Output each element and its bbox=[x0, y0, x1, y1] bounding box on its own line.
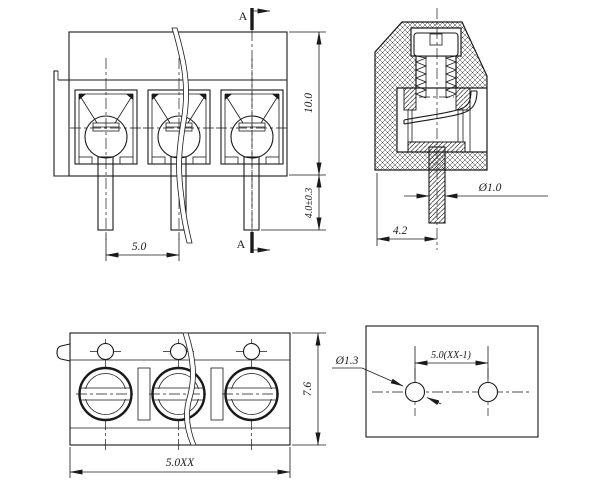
section-label-top: A bbox=[239, 9, 248, 23]
screw-thread bbox=[414, 55, 458, 99]
screw-slot-section bbox=[429, 33, 443, 46]
leader-arrow-in bbox=[361, 367, 404, 387]
plastic-housing-section bbox=[374, 21, 488, 171]
dim-text-depth: 7.6 bbox=[302, 382, 314, 397]
front-view: A A 5.0 10.0 4.0±0.3 bbox=[53, 8, 326, 261]
dim-text-length: 5.0XX bbox=[166, 457, 195, 469]
mounting-flange-front bbox=[53, 70, 69, 177]
clamp-frame-walls bbox=[407, 110, 464, 142]
break-line-front bbox=[171, 27, 193, 244]
dim-ext-lines bbox=[261, 31, 326, 231]
partition-slot-2 bbox=[210, 367, 224, 421]
dim-text-offset: 4.2 bbox=[393, 225, 408, 237]
dim-text-hole-dia: Ø1.3 bbox=[335, 355, 359, 367]
dimension-hole-pitch: 5.0(XX-1) bbox=[414, 346, 489, 382]
label-hole-diameter: Ø1.3 bbox=[332, 355, 442, 406]
dimension-pin-diameter: Ø1.0 bbox=[404, 182, 548, 199]
top-view: 5.0XX 7.6 bbox=[56, 332, 326, 478]
dimension-overall-length: 5.0XX bbox=[69, 447, 291, 478]
dimension-pin-offset: 4.2 bbox=[376, 173, 438, 246]
side-latch-tab bbox=[56, 343, 71, 362]
drill-hole-1 bbox=[404, 381, 426, 403]
dimension-pin-pitch: 5.0 bbox=[105, 234, 180, 261]
housing-face-lines bbox=[70, 359, 290, 429]
section-label-bottom: A bbox=[237, 237, 246, 251]
dim-text-height: 10.0 bbox=[303, 93, 315, 113]
footprint-view: 5.0(XX-1) Ø1.3 bbox=[332, 325, 539, 438]
clamp-nut-right bbox=[455, 87, 471, 111]
pcb-outline bbox=[365, 325, 539, 438]
pole-position-2 bbox=[147, 337, 210, 452]
wire-clamp-spring bbox=[403, 90, 478, 125]
clamp-nut-left bbox=[403, 87, 417, 111]
dim-text-pin-dia: Ø1.0 bbox=[478, 182, 502, 194]
partition-slot-1 bbox=[137, 367, 151, 421]
dim-text-pin-length: 4.0±0.3 bbox=[304, 188, 315, 219]
terminal-cell-1 bbox=[69, 57, 143, 241]
section-view: Ø1.0 4.2 bbox=[374, 8, 548, 250]
break-line-top bbox=[182, 332, 197, 446]
pole-position-1 bbox=[74, 337, 137, 452]
leader-arrow-out bbox=[426, 397, 442, 406]
drill-hole-2 bbox=[477, 381, 499, 403]
pole-position-3 bbox=[220, 337, 283, 452]
housing-outline-top bbox=[69, 332, 291, 446]
dim-text-hole-pitch: 5.0(XX-1) bbox=[431, 350, 471, 361]
dimension-body-height: 10.0 4.0±0.3 bbox=[261, 31, 326, 231]
dim-text-pitch: 5.0 bbox=[132, 241, 147, 253]
dimension-body-depth: 7.6 bbox=[292, 332, 326, 446]
